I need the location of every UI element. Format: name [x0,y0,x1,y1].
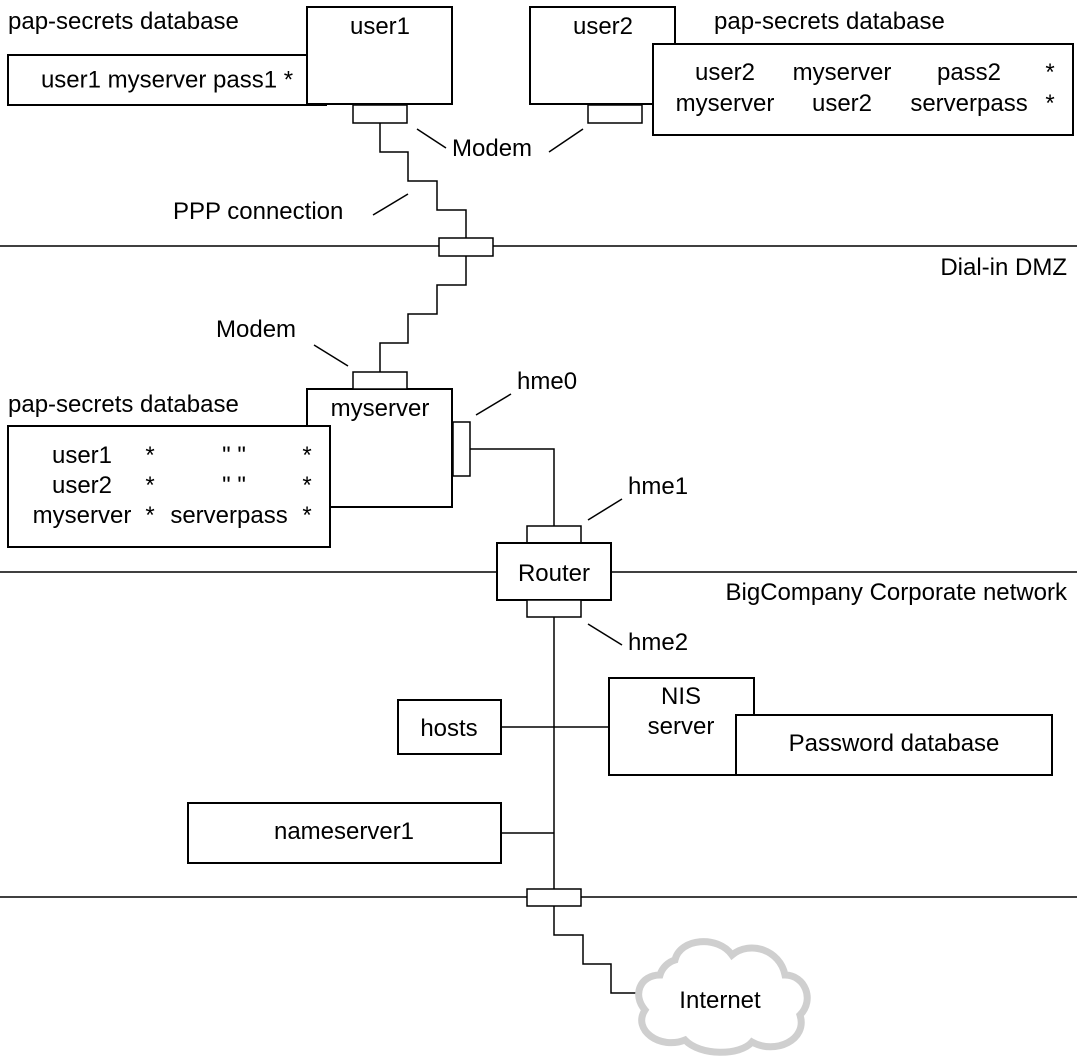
pap-db-user2-r1c2: myserver [793,59,892,86]
pap-db-user2-r2c2: user2 [812,90,872,117]
myserver-hme0-port [452,421,471,477]
pap-db-server-r1c3: " " [222,442,246,469]
router-box[interactable] [496,542,612,601]
internet-cloud-icon[interactable] [635,938,811,1056]
router-hme2-port [526,599,582,618]
pap-db-user2-r1c3: pass2 [937,59,1001,86]
pap-db-user2-r2c1: myserver [676,90,775,117]
user2-label: user2 [573,13,633,40]
modem-top-leader-right [548,128,584,153]
hme2-leader [587,623,623,646]
pap-db-server-r1c4: * [302,442,311,469]
internet-wire [553,906,650,994]
myserver-modem-port [352,371,408,390]
hme0-label: hme0 [517,368,577,395]
pap-db-server-r2c4: * [302,472,311,499]
ppp-connection-leader [372,193,409,216]
pap-db-server-r3c4: * [302,502,311,529]
modem-top-leader-left [416,128,447,149]
pap-db-server-title: pap-secrets database [8,391,239,418]
pap-db-user2-r1c1: user2 [695,59,755,86]
nameserver1-label: nameserver1 [274,818,414,845]
password-database-box [735,714,1053,776]
pap-db-user2-box [652,43,1074,136]
pap-db-user1-title: pap-secrets database [8,8,239,35]
modem-server-leader [313,344,349,367]
hme2-label: hme2 [628,629,688,656]
pap-db-server-r1c1: user1 [52,442,112,469]
hme0-leader [475,393,512,416]
hme1-label: hme1 [628,473,688,500]
hme0-router-wire [470,448,555,526]
router-hme1-port [526,525,582,544]
user1-box[interactable] [306,6,453,105]
pap-db-server-r3c2: * [145,502,154,529]
hosts-label: hosts [420,715,477,742]
modem-server-label: Modem [216,316,296,343]
pap-db-user2-r2c4: * [1045,90,1054,117]
pap-db-user1-entry: user1 myserver pass1 * [41,66,293,93]
user1-modem-port [352,104,408,124]
user2-box[interactable] [529,6,676,105]
pap-db-server-r2c2: * [145,472,154,499]
pap-db-server-box [7,425,331,548]
internet-label: Internet [679,987,761,1014]
pap-db-user2-r2c3: serverpass [910,90,1027,117]
dmz-wire-port [438,237,494,257]
user1-label: user1 [350,13,410,40]
ppp-connection-wire-bottom [379,256,467,372]
pap-db-user1-box [7,54,327,106]
pap-db-server-r3c3: serverpass [170,502,287,529]
nis-server-box[interactable] [608,677,755,776]
corporate-network-label: BigCompany Corporate network [726,579,1068,606]
hosts-box[interactable] [397,699,502,755]
nis-server-label-line1: NIS [661,683,701,710]
user2-modem-port [587,104,643,124]
nameserver1-box[interactable] [187,802,502,864]
ppp-connection-wire-top [379,123,467,238]
pap-db-server-r3c1: myserver [33,502,132,529]
modem-top-label: Modem [452,135,532,162]
ppp-connection-label: PPP connection [173,198,343,225]
pap-db-server-r1c2: * [145,442,154,469]
pap-db-user2-title: pap-secrets database [714,8,945,35]
pap-db-server-r2c1: user2 [52,472,112,499]
hme1-leader [587,498,623,521]
pap-db-user2-r1c4: * [1045,59,1054,86]
pap-db-server-r2c3: " " [222,472,246,499]
password-database-label: Password database [789,730,1000,757]
nis-server-label-line2: server [648,713,715,740]
myserver-label: myserver [331,395,430,422]
internet-gateway-port [526,888,582,907]
router-label: Router [518,560,590,587]
dialin-dmz-label: Dial-in DMZ [940,254,1067,281]
